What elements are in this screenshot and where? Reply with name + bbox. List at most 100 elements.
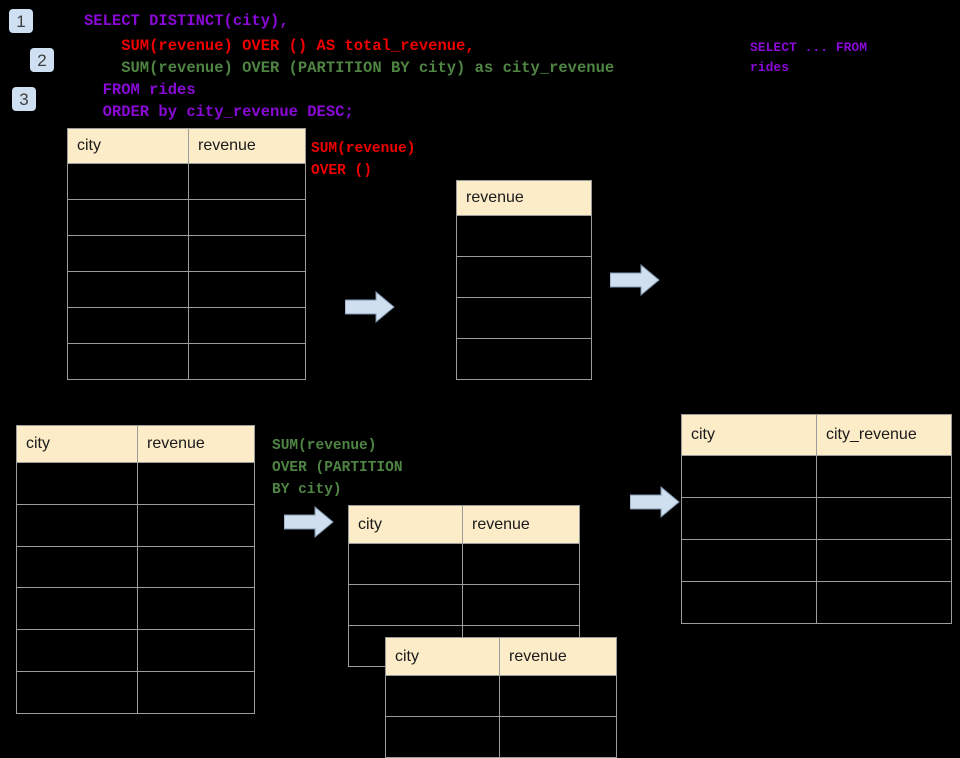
cell-city [348, 543, 463, 585]
cell-revenue [188, 271, 306, 308]
table-row [681, 581, 952, 624]
cell-city-revenue [816, 455, 952, 498]
cell-city [16, 504, 138, 547]
cell-revenue [462, 543, 580, 585]
cell-city [67, 199, 189, 236]
cell-revenue [137, 629, 255, 672]
table-row [681, 497, 952, 540]
cell-revenue [188, 307, 306, 344]
sql-line-4: FROM rides [84, 81, 196, 99]
cell-city [348, 584, 463, 626]
partition-table-b: city revenue [385, 637, 617, 758]
table-row [456, 338, 592, 380]
cell-city [681, 497, 817, 540]
cell-revenue [456, 338, 592, 380]
cell-city [16, 671, 138, 714]
cell-city [16, 546, 138, 588]
table-row [16, 671, 255, 714]
cell-city [385, 675, 500, 717]
table-row [456, 256, 592, 298]
table-row [16, 629, 255, 672]
table-row [681, 455, 952, 498]
cell-revenue [456, 215, 592, 257]
cell-revenue [499, 675, 617, 717]
table-row [16, 546, 255, 588]
step-badge-2-label: 2 [37, 50, 47, 70]
cell-revenue [499, 716, 617, 758]
step-badge-1-label: 1 [16, 11, 26, 31]
column-header-city: city [681, 414, 817, 456]
cell-city-revenue [816, 497, 952, 540]
arrow-total-to-right [610, 264, 660, 296]
cell-revenue [137, 587, 255, 630]
column-header-city-revenue: city_revenue [816, 414, 952, 456]
table-row [16, 504, 255, 547]
column-header-revenue: revenue [137, 425, 255, 463]
table-row [67, 271, 306, 308]
table-row [67, 199, 306, 236]
table-header-row: city revenue [16, 425, 255, 463]
column-header-city: city [16, 425, 138, 463]
source-table-top: city revenue [67, 128, 306, 380]
column-header-revenue: revenue [499, 637, 617, 676]
arrow-source-to-total [345, 291, 395, 323]
column-header-revenue: revenue [462, 505, 580, 544]
step-badge-2: 2 [30, 48, 54, 72]
table-row [456, 215, 592, 257]
table-header-row: revenue [456, 180, 592, 216]
table-header-row: city revenue [348, 505, 580, 544]
cell-revenue [188, 163, 306, 200]
total-revenue-table: revenue [456, 180, 592, 380]
column-header-city: city [67, 128, 189, 164]
table-row [16, 462, 255, 505]
table-header-row: city city_revenue [681, 414, 952, 456]
cell-city [16, 462, 138, 505]
result-table: city city_revenue [681, 414, 952, 624]
table-header-row: city revenue [67, 128, 306, 164]
cell-city [67, 343, 189, 380]
cell-city [67, 271, 189, 308]
table-row [16, 587, 255, 630]
column-header-revenue: revenue [188, 128, 306, 164]
column-header-city: city [385, 637, 500, 676]
cell-city [67, 307, 189, 344]
cell-revenue [188, 235, 306, 272]
cell-city-revenue [816, 581, 952, 624]
annotation-sum-over-partition: SUM(revenue) OVER (PARTITION BY city) [272, 438, 403, 498]
sql-line-5: ORDER by city_revenue DESC; [84, 103, 354, 121]
annotation-sum-over-empty: SUM(revenue) OVER () [311, 141, 416, 179]
cell-revenue [137, 504, 255, 547]
cell-city [16, 587, 138, 630]
table-row [385, 716, 617, 758]
table-row [385, 675, 617, 717]
step-badge-1: 1 [9, 9, 33, 33]
cell-city [67, 235, 189, 272]
cell-revenue [137, 462, 255, 505]
sql-line-2: SUM(revenue) OVER () AS total_revenue, [84, 37, 475, 55]
table-row [67, 307, 306, 344]
cell-city [385, 716, 500, 758]
step-badge-3: 3 [12, 87, 36, 111]
table-row [456, 297, 592, 339]
table-row [348, 584, 580, 626]
diagram-canvas: 1 2 3 SELECT DISTINCT(city), SUM(revenue… [9, 9, 952, 758]
cell-city [16, 629, 138, 672]
cell-city-revenue [816, 539, 952, 582]
table-header-row: city revenue [385, 637, 617, 676]
table-row [681, 539, 952, 582]
cell-city [681, 455, 817, 498]
table-row [67, 163, 306, 200]
cell-revenue [462, 584, 580, 626]
sql-line-1: SELECT DISTINCT(city), [84, 12, 289, 30]
sql-line-3: SUM(revenue) OVER (PARTITION BY city) as… [84, 59, 615, 77]
cell-city [681, 539, 817, 582]
cell-revenue [137, 546, 255, 588]
column-header-city: city [348, 505, 463, 544]
side-label-select-from-rides: SELECT ... FROM rides [750, 40, 868, 75]
cell-city [681, 581, 817, 624]
cell-city [67, 163, 189, 200]
column-header-revenue: revenue [456, 180, 592, 216]
cell-revenue [137, 671, 255, 714]
table-row [348, 543, 580, 585]
source-table-bottom: city revenue [16, 425, 255, 714]
